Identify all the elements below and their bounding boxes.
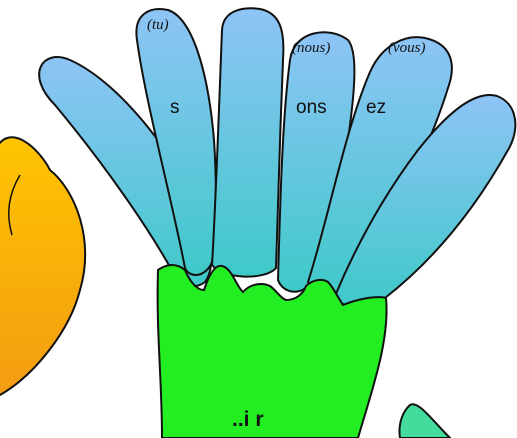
palm [156, 264, 388, 438]
ending-ons: ons [296, 97, 327, 118]
pronoun-vous: (vous) [388, 40, 426, 56]
verb-stem: ..i r [232, 408, 264, 431]
pronoun-nous: (nous) [292, 40, 330, 56]
left-hand-shape [0, 136, 87, 396]
left-hand-crease [7, 174, 21, 236]
ending-ez: ez [366, 97, 386, 118]
right-hand-shape [398, 403, 452, 438]
ending-s: s [170, 97, 180, 118]
finger-pinky [38, 56, 213, 287]
finger-il [210, 7, 285, 278]
pronoun-tu: (tu) [147, 17, 169, 33]
